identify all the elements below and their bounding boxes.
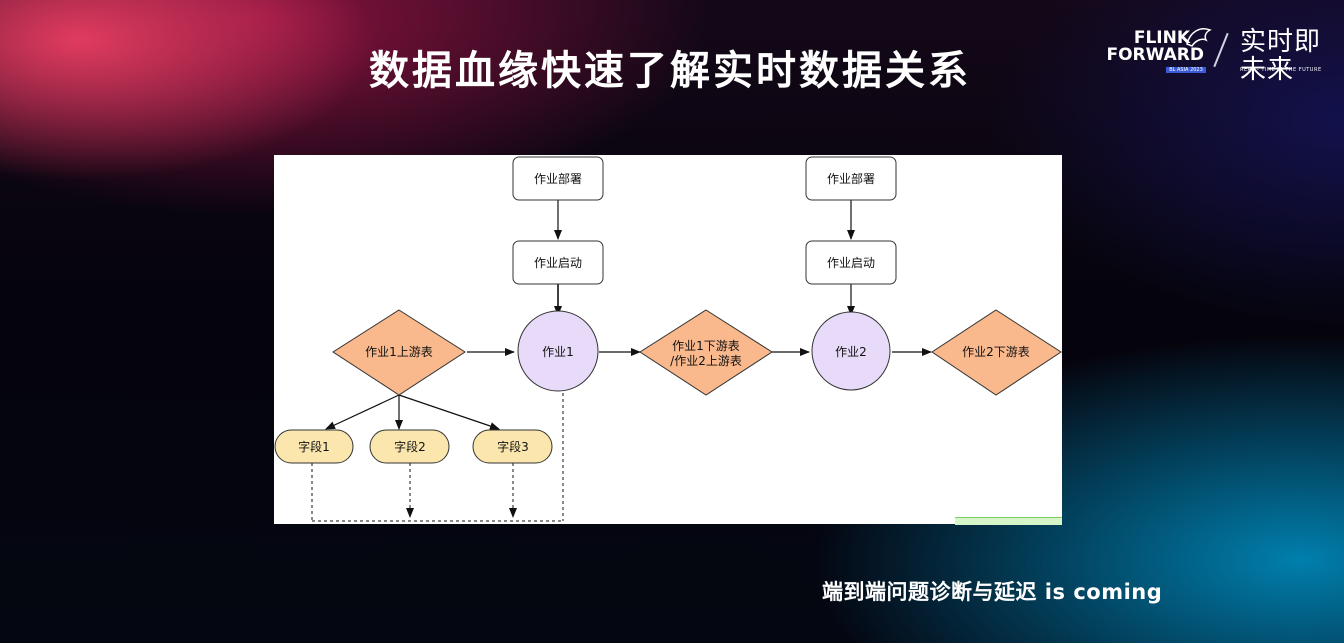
job1-circle: 作业1 xyxy=(517,310,599,392)
slide-title: 数据血缘快速了解实时数据关系 xyxy=(369,48,971,94)
job1-start-box: 作业启动 xyxy=(512,240,604,285)
logo-divider xyxy=(1213,32,1229,68)
middle-table-label-line2: /作业2上游表 xyxy=(670,354,742,368)
job2-label: 作业2 xyxy=(835,345,867,359)
edge-upstream-field1 xyxy=(325,394,400,430)
logo-chinese-text: 实时即未来 xyxy=(1240,27,1322,85)
logo-tag: BL ASIA 2023 xyxy=(1166,67,1206,73)
job1-label: 作业1 xyxy=(542,345,574,359)
field2-pill: 字段2 xyxy=(369,429,450,464)
dashed-lineage-links xyxy=(311,387,564,522)
field1-pill: 字段1 xyxy=(274,429,354,464)
green-strip xyxy=(955,517,1062,525)
job2-downstream-label: 作业2下游表 xyxy=(962,345,1030,359)
lineage-diagram: 作业部署 作业启动 作业部署 作业启动 作业1上游表 作业1下游表 /作业2上游… xyxy=(274,155,1062,524)
logo-wordmark: FLINK FORWARD xyxy=(1106,28,1204,65)
field2-label: 字段2 xyxy=(394,439,426,454)
job2-downstream-table-diamond: 作业2下游表 xyxy=(931,309,1062,396)
job1-upstream-table-diamond: 作业1上游表 xyxy=(332,309,466,396)
field3-label: 字段3 xyxy=(497,439,529,454)
field1-label: 字段1 xyxy=(298,439,330,454)
logo-tagline: REAL - TIME IS THE FUTURE xyxy=(1240,67,1322,73)
job1-start-label: 作业启动 xyxy=(534,256,582,270)
flink-forward-logo: FLINK FORWARD BL ASIA 2023 实时即未来 REAL - … xyxy=(1104,24,1324,84)
job1-deploy-label: 作业部署 xyxy=(534,171,582,186)
job2-circle: 作业2 xyxy=(811,311,891,391)
job2-start-box: 作业启动 xyxy=(805,240,897,285)
job2-start-label: 作业启动 xyxy=(827,256,875,270)
edge-upstream-field3 xyxy=(398,394,500,430)
slide-footer: 端到端问题诊断与延迟 is coming xyxy=(822,580,1163,604)
job2-deploy-box: 作业部署 xyxy=(805,156,897,201)
job1-deploy-box: 作业部署 xyxy=(512,156,604,201)
field3-pill: 字段3 xyxy=(472,429,553,464)
job2-deploy-label: 作业部署 xyxy=(827,171,875,186)
middle-table-diamond: 作业1下游表 /作业2上游表 xyxy=(639,309,773,396)
middle-table-label-line1: 作业1下游表 xyxy=(672,339,740,353)
squirrel-icon xyxy=(1186,28,1212,47)
job1-upstream-label: 作业1上游表 xyxy=(365,345,433,359)
